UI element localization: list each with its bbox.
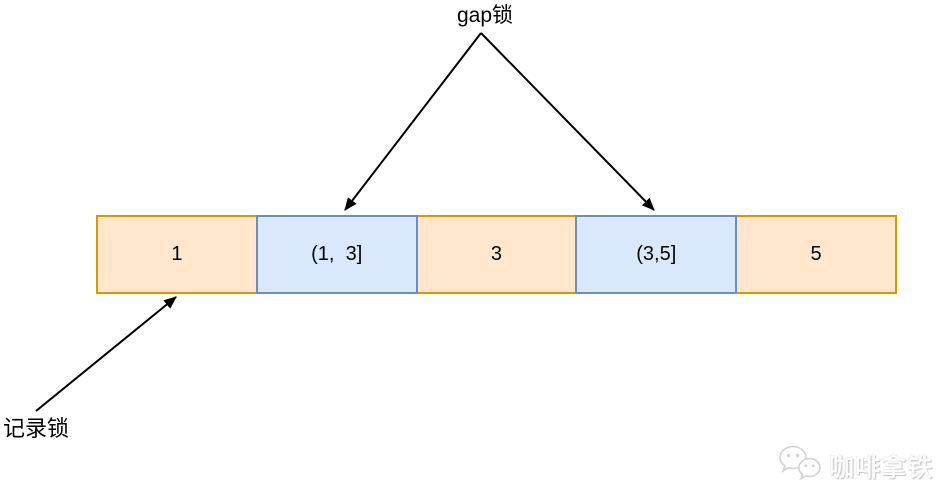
gap-lock-arrow-left: [344, 32, 482, 211]
cell-label: 5: [810, 243, 822, 265]
cell-label: 1: [171, 243, 183, 265]
gap-lock-arrow-right: [480, 32, 655, 211]
cell-gap-1-3: (1, 3]: [255, 215, 418, 294]
cell-record-3: 3: [415, 215, 578, 294]
watermark-text: 咖啡拿铁: [828, 453, 933, 482]
cell-record-1: 1: [96, 215, 258, 294]
gap-lock-label: gap锁: [456, 4, 514, 27]
record-lock-label: 记录锁: [3, 416, 70, 441]
cell-label: 3: [490, 243, 503, 265]
cell-record-5: 5: [735, 215, 897, 294]
wechat-icon: [777, 444, 823, 487]
cell-label: (3,5]: [636, 243, 677, 265]
cell-label: (1, 3]: [311, 243, 363, 265]
cell-gap-3-5: (3,5]: [575, 215, 738, 294]
watermark: 咖啡拿铁: [777, 444, 933, 487]
number-line-row: 1 (1, 3] 3 (3,5] 5: [96, 215, 897, 294]
record-lock-arrow: [35, 296, 177, 412]
